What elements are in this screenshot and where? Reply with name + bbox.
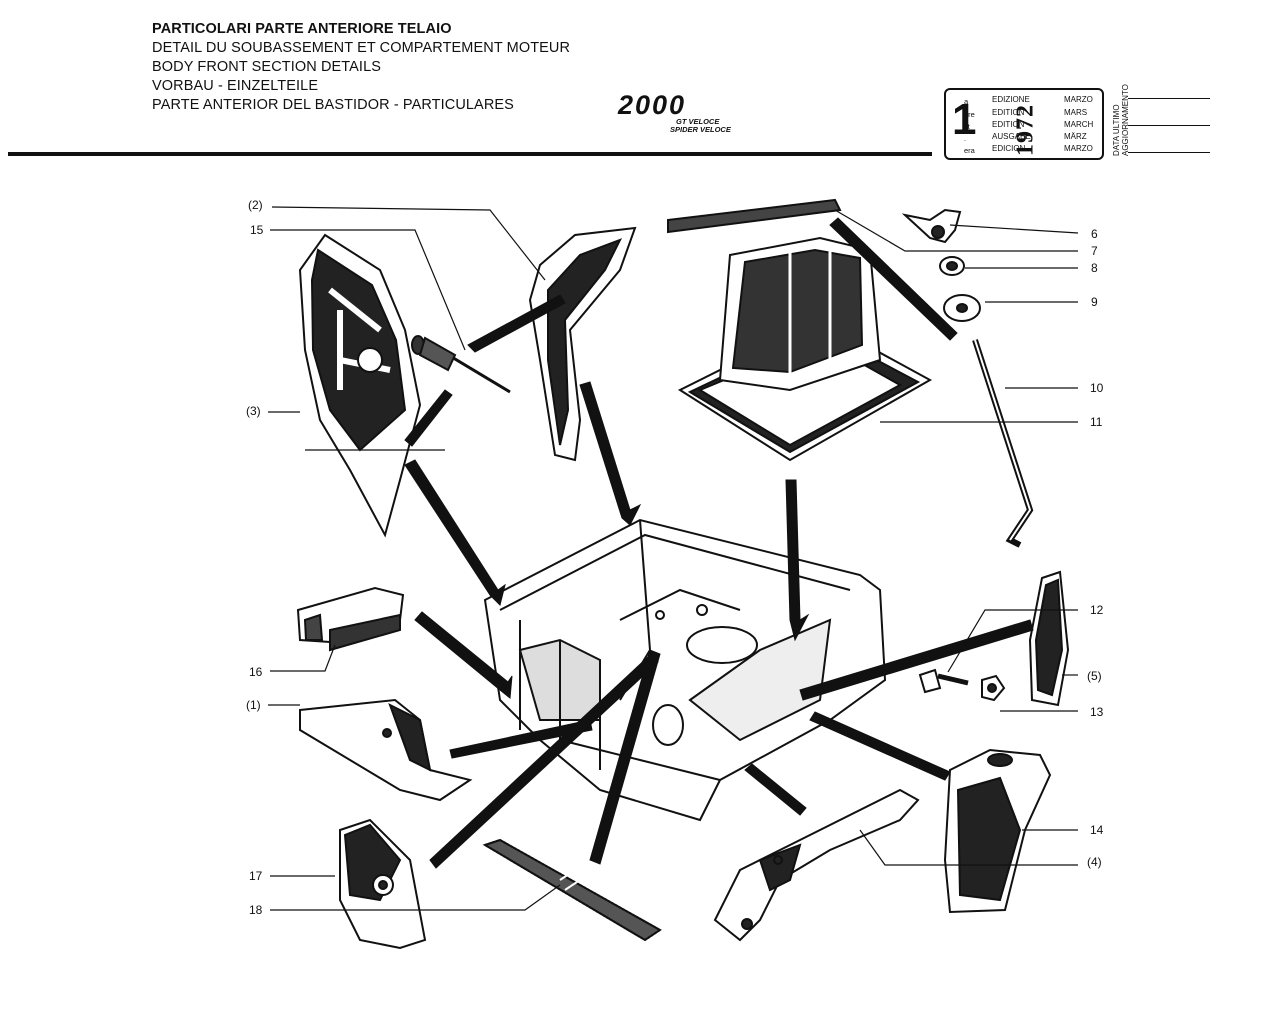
title-french: DETAIL DU SOUBASSEMENT ET COMPARTEMENT M…: [152, 40, 571, 56]
callout-3: (3): [246, 404, 261, 418]
edition-suffix-2: ere: [964, 110, 975, 119]
callout-5: (5): [1087, 669, 1102, 683]
edition-suffix-3: st: [964, 122, 970, 131]
callout-7: 7: [1091, 244, 1098, 258]
part-14-tower: [943, 748, 1052, 914]
part-8-lock-washer: [939, 256, 965, 276]
header-rule: [8, 152, 932, 156]
logo-spider-veloce: SPIDER VELOCE: [670, 125, 731, 134]
edition-label-fr: EDITION: [992, 108, 1025, 117]
part-2-front-panel: [528, 226, 637, 462]
part-6-wing-nut: [901, 208, 962, 244]
callout-8: 8: [1091, 261, 1098, 275]
assembly-arrows: [404, 217, 1034, 869]
model-logo: 2000 GT VELOCE SPIDER VELOCE: [618, 90, 740, 134]
engine-compartment-body: [483, 518, 887, 822]
callout-2: (2): [248, 198, 263, 212]
callout-11: 11: [1090, 415, 1103, 429]
callout-18: 18: [249, 903, 263, 917]
callout-12: 12: [1090, 603, 1104, 617]
edition-suffix-1: a: [964, 97, 969, 106]
edition-suffix-4: .: [964, 134, 967, 143]
title-english: BODY FRONT SECTION DETAILS: [152, 59, 381, 75]
logo-2000: 2000: [618, 90, 687, 120]
callout-14: 14: [1090, 823, 1104, 837]
edition-month-en: MARCH: [1064, 120, 1094, 129]
part-17-bracket: [339, 818, 427, 950]
title-block: PARTICOLARI PARTE ANTERIORE TELAIO DETAI…: [152, 20, 570, 115]
part-12-bolt: [918, 668, 969, 694]
update-line-3: [1128, 152, 1210, 153]
edition-label-es: EDICION: [992, 144, 1026, 153]
edition-month-fr: MARS: [1064, 108, 1088, 117]
callout-10: 10: [1090, 381, 1104, 395]
callout-13: 13: [1090, 705, 1104, 719]
edition-month-de: MÄRZ: [1064, 132, 1087, 141]
title-spanish: PARTE ANTERIOR DEL BASTIDOR - PARTICULAR…: [152, 97, 514, 113]
part-16-clamp: [296, 586, 405, 652]
callout-9: 9: [1091, 295, 1098, 309]
callout-17: 17: [249, 869, 263, 883]
part-7-top-bar: [667, 198, 842, 234]
title-italian: PARTICOLARI PARTE ANTERIORE TELAIO: [152, 21, 452, 37]
title-german: VORBAU - EINZELTEILE: [152, 78, 319, 94]
logo-gt-veloce: GT VELOCE: [676, 117, 720, 126]
part-13-nut: [981, 674, 1006, 702]
edition-number: 1: [952, 95, 977, 144]
update-line-2: [1128, 125, 1210, 126]
callout-6: 6: [1091, 227, 1098, 241]
callout-16: 16: [249, 665, 263, 679]
part-4-mount: [713, 788, 920, 942]
part-5-bracket: [1028, 570, 1070, 707]
edition-box: 1 a ere st . era EDIZIONE EDITION EDITIO…: [944, 88, 1104, 160]
callout-4: (4): [1087, 855, 1102, 869]
edition-month-it: MARZO: [1064, 95, 1093, 104]
edition-label-en: EDITION: [992, 120, 1025, 129]
callout-15: 15: [250, 223, 264, 237]
part-3-wheel-arch-panel: [298, 233, 422, 538]
part-18-channel: [482, 838, 662, 942]
edition-label-it: EDIZIONE: [992, 95, 1030, 104]
edition-label-de: AUSGABE: [992, 132, 1031, 141]
part-10-rod: [972, 339, 1034, 548]
part-1-bracket: [299, 698, 473, 802]
part-15-rivet: [411, 335, 511, 394]
edition-month-es: MARZO: [1064, 144, 1093, 153]
edition-suffix-5: era: [964, 146, 975, 155]
leader-lines: [268, 206, 1079, 911]
callout-1: (1): [246, 698, 261, 712]
part-11-battery-tray: [677, 236, 933, 462]
part-9-washer: [943, 294, 981, 322]
update-line-1: [1128, 98, 1210, 99]
